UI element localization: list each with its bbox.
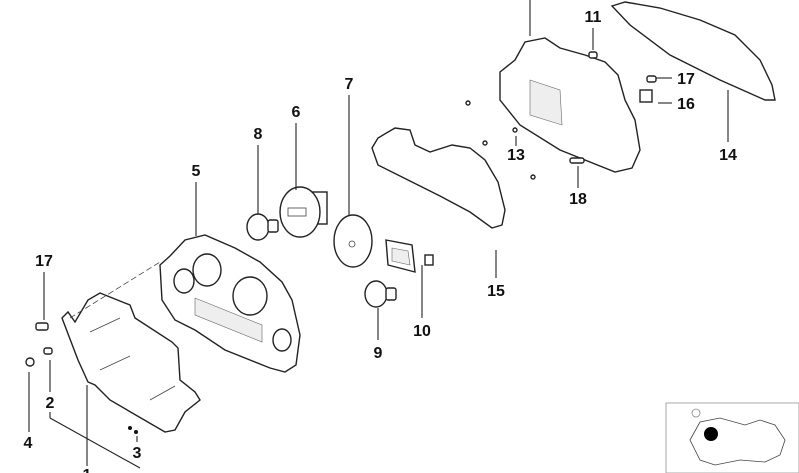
callout-17-left: 17 (35, 253, 53, 270)
callout-13: 13 (507, 147, 525, 164)
callout-18: 18 (569, 191, 587, 208)
part-15-gasket (371, 127, 506, 229)
part-12-housing (499, 37, 641, 173)
part-7-tachometer (333, 214, 373, 268)
callout-1: 1 (83, 467, 92, 473)
callout-4: 4 (24, 435, 33, 452)
leader-lines (28, 0, 729, 469)
callout-3: 3 (133, 445, 142, 462)
callout-7: 7 (345, 76, 354, 93)
callout-10: 10 (413, 323, 431, 340)
location-thumbnail (665, 402, 799, 473)
callout-11: 11 (585, 9, 602, 26)
part-9-gauge (364, 280, 397, 308)
part-6-speedometer (279, 186, 328, 238)
part-10-circuit-board (385, 239, 434, 273)
callout-16: 16 (677, 96, 695, 113)
part-1-front-cover (61, 261, 201, 433)
callout-15: 15 (487, 283, 505, 300)
callout-14: 14 (719, 147, 737, 164)
callout-5: 5 (192, 163, 201, 180)
callout-17-right: 17 (677, 71, 695, 88)
callout-8: 8 (254, 126, 263, 143)
callout-2: 2 (46, 395, 55, 412)
callout-9: 9 (374, 345, 383, 362)
part-5-bezel (159, 234, 301, 373)
callout-6: 6 (292, 104, 301, 121)
part-8-gauge (246, 213, 279, 241)
part-14-back-cover (610, 1, 776, 101)
location-marker-icon (704, 427, 718, 441)
small-parts (25, 51, 657, 434)
